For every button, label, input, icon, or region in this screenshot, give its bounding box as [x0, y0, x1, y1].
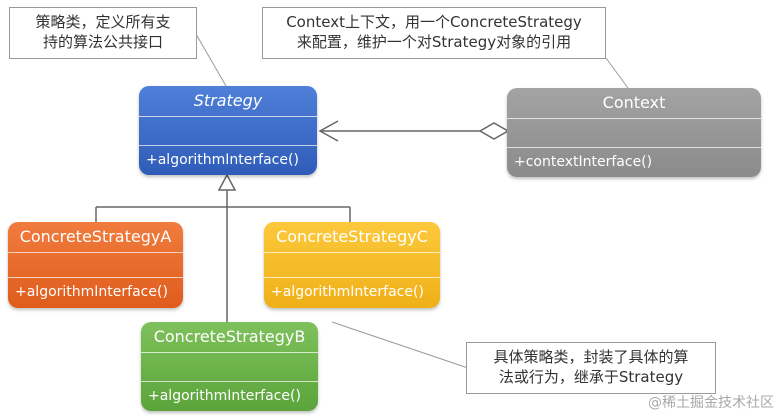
concrete-strategy-a-attributes — [8, 253, 183, 277]
context-operation: +contextInterface() — [514, 154, 653, 170]
concrete-strategy-b-operation: +algorithmInterface() — [148, 388, 301, 404]
concrete-note: 具体策略类，封装了具体的算 法或行为，继承于Strategy — [466, 342, 716, 394]
concrete-note-line-2: 法或行为，继承于Strategy — [498, 368, 684, 386]
strategy-attr-divider — [139, 116, 317, 117]
context-note-leader — [605, 57, 629, 89]
strategy-note: 策略类，定义所有支 持的算法公共接口 — [9, 7, 197, 59]
concrete-strategy-a-box: ConcreteStrategyA +algorithmInterface() — [8, 222, 183, 308]
inheritance-triangle — [217, 173, 237, 191]
concrete-strategy-c-attr-divider — [264, 252, 440, 253]
concrete-strategy-b-attributes — [141, 353, 318, 381]
concrete-strategy-a-op-divider — [8, 277, 183, 278]
context-note: Context上下文，用一个ConcreteStrategy 来配置，维护一个对… — [262, 7, 606, 59]
concrete-strategy-a-operation: +algorithmInterface() — [15, 284, 168, 300]
strategy-note-line-1: 策略类，定义所有支 — [35, 13, 171, 31]
concrete-note-leader — [331, 321, 469, 369]
strategy-class-name: Strategy — [193, 91, 263, 110]
context-op-divider — [507, 147, 761, 148]
watermark: @稀土掘金技术社区 — [648, 395, 774, 411]
concrete-strategy-c-op-divider — [264, 277, 440, 278]
context-class-name: Context — [602, 93, 666, 112]
concrete-strategy-a-name: ConcreteStrategyA — [19, 227, 172, 246]
aggregation-diamond — [478, 122, 510, 140]
concrete-strategy-b-op-divider — [141, 381, 318, 382]
concrete-strategy-a-attr-divider — [8, 252, 183, 253]
concrete-strategy-b-name: ConcreteStrategyB — [153, 327, 306, 346]
strategy-attributes — [139, 117, 317, 145]
concrete-strategy-c-attributes — [264, 253, 440, 277]
concrete-strategy-c-name: ConcreteStrategyC — [276, 227, 428, 246]
context-note-line-2: 来配置，维护一个对Strategy对象的引用 — [296, 33, 572, 51]
strategy-class-box: Strategy +algorithmInterface() — [139, 86, 317, 175]
context-attributes — [507, 119, 761, 147]
strategy-op-divider — [139, 145, 317, 146]
concrete-strategy-c-box: ConcreteStrategyC +algorithmInterface() — [264, 222, 440, 308]
strategy-note-line-2: 持的算法公共接口 — [42, 33, 163, 51]
context-class-box: Context +contextInterface() — [507, 88, 761, 177]
concrete-strategy-b-box: ConcreteStrategyB +algorithmInterface() — [141, 322, 318, 411]
aggregation-arrowhead — [318, 120, 339, 142]
strategy-note-leader — [195, 33, 227, 87]
context-attr-divider — [507, 118, 761, 119]
concrete-note-line-1: 具体策略类，封装了具体的算 — [493, 348, 689, 366]
strategy-operation: +algorithmInterface() — [146, 152, 299, 168]
concrete-strategy-c-operation: +algorithmInterface() — [271, 284, 424, 300]
concrete-strategy-b-attr-divider — [141, 352, 318, 353]
context-note-line-1: Context上下文，用一个ConcreteStrategy — [286, 13, 582, 31]
